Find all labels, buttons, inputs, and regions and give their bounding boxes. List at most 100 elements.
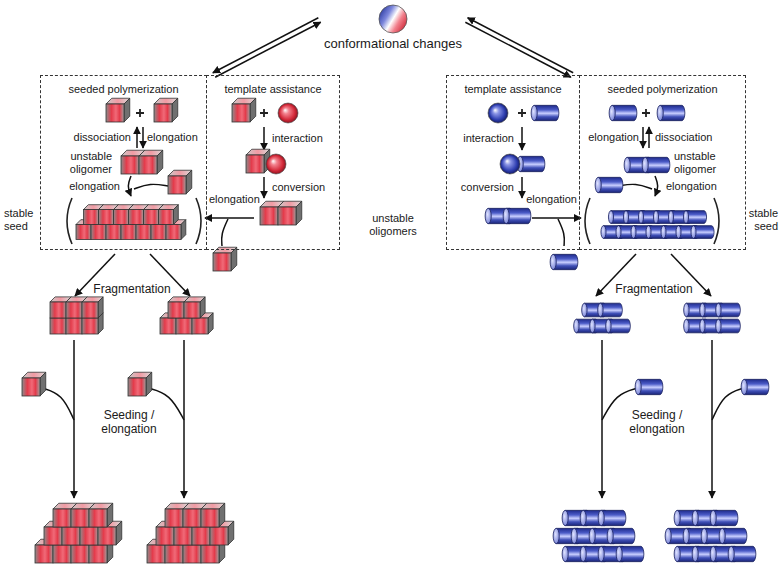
cube-front [174, 527, 192, 545]
cube-front [201, 545, 219, 563]
cube-front [53, 509, 71, 527]
cube-front [80, 527, 98, 545]
cylinder-body [520, 156, 545, 171]
cube-front [121, 225, 136, 240]
blue-sphere [488, 103, 508, 123]
cube-side [228, 521, 234, 545]
cube-front [129, 210, 144, 225]
cylinder-cap [574, 319, 579, 333]
process-label: unstable oligomer [62, 150, 112, 176]
cube-side [146, 372, 152, 396]
cylinder-cap [683, 528, 689, 543]
blue-cylinder [616, 546, 644, 561]
process-label: unstable oligomers [362, 212, 424, 238]
reverse-harpoon [468, 18, 574, 73]
cube-front [22, 378, 40, 396]
joining-line [222, 219, 228, 246]
blue-cylinder [550, 254, 578, 269]
blue-cylinder [553, 528, 581, 543]
cylinder-body [718, 303, 740, 317]
cube-side [174, 205, 179, 225]
blue-cylinder [716, 303, 741, 317]
blue-cylinder [590, 319, 615, 333]
cylinder-cap [598, 546, 604, 561]
red-cube [213, 247, 237, 271]
blue-cylinder [571, 528, 599, 543]
cube-side [231, 247, 237, 271]
plus-symbol [260, 109, 268, 117]
dashed-region: seeded polymerization [40, 75, 207, 250]
blue-cylinder [562, 510, 590, 525]
cube-side [296, 201, 302, 225]
cube-front [246, 155, 264, 173]
joining-line [42, 388, 74, 420]
region-heading: seeded polymerization [68, 83, 178, 96]
blue-cylinder [607, 528, 635, 543]
blue-cylinder [531, 105, 559, 120]
cube-front [99, 210, 114, 225]
seed-bracket [196, 198, 201, 244]
cube-front [50, 302, 66, 318]
cylinder-cap [606, 319, 611, 333]
region-heading: seeded polymerization [607, 83, 717, 96]
cylinder-cap [598, 303, 603, 317]
cube-front [121, 156, 139, 174]
blue-cylinder [661, 226, 684, 239]
cylinder-cap [728, 546, 734, 561]
cube-front [159, 210, 174, 225]
cube-front [82, 318, 98, 334]
blue-cylinder [692, 546, 720, 561]
cube-front [192, 318, 208, 334]
cylinder-cap [676, 226, 681, 239]
process-label: unstable oligomer [674, 150, 724, 176]
blue-cylinder [580, 510, 608, 525]
cube-front [144, 210, 159, 225]
cylinder-cap [553, 528, 559, 543]
cube-side [181, 220, 186, 240]
blue-cylinder [642, 157, 670, 172]
red-cube [106, 98, 130, 122]
cube-front [201, 509, 219, 527]
process-label: elongation [588, 131, 639, 144]
cylinder-cap [562, 546, 568, 561]
forward-harpoon [465, 22, 571, 77]
cube-front [176, 318, 192, 334]
cylinder-body [731, 546, 756, 561]
cube-front [106, 104, 124, 122]
cube-side [40, 372, 46, 396]
cylinder-cap [646, 226, 651, 239]
cube-front [139, 156, 157, 174]
cylinder-cap [635, 379, 641, 394]
cylinder-cap [623, 211, 628, 224]
process-label: interaction [272, 132, 323, 145]
step-caption: Fragmentation [615, 282, 692, 296]
blue-cylinder [676, 226, 699, 239]
cylinder-cap [595, 177, 601, 192]
cylinder-cap [700, 319, 705, 333]
process-arrow [521, 177, 523, 198]
cube-front [76, 225, 91, 240]
cylinder-cap [684, 319, 689, 333]
cube-side [107, 503, 113, 527]
cube-front [44, 527, 62, 545]
red-sphere [278, 103, 298, 123]
cube-front [71, 545, 89, 563]
red-sphere [266, 154, 286, 174]
cylinder-cap [562, 510, 568, 525]
blue-sphere [500, 154, 520, 174]
process-label: conversion [272, 181, 325, 194]
process-label: elongation [526, 193, 577, 206]
cylinder-cap [642, 157, 648, 172]
cylinder-cap [571, 528, 577, 543]
cylinder-cap [580, 510, 586, 525]
seed-bracket [585, 198, 590, 244]
cube-front [98, 527, 116, 545]
blue-cylinder [646, 226, 669, 239]
cylinder-cap [683, 211, 688, 224]
red-cube [89, 503, 113, 527]
cylinder-cap [608, 211, 613, 224]
equilibrium-arrow [465, 18, 573, 77]
cube-side [200, 297, 205, 318]
cube-side [250, 98, 256, 122]
